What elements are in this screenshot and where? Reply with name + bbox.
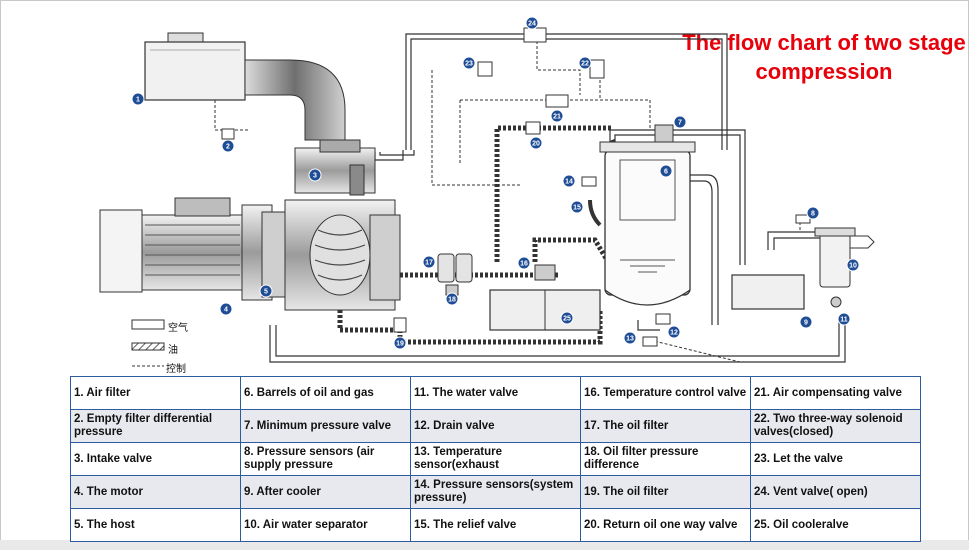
callout-15: 15 <box>573 205 581 212</box>
temperature-control-valve <box>534 264 556 281</box>
callout-20: 20 <box>532 141 540 148</box>
callout-16: 16 <box>520 261 528 268</box>
relief-valve <box>588 199 602 227</box>
callout-25: 25 <box>563 316 571 323</box>
oil-cooler <box>489 289 601 331</box>
table-cell: 16. Temperature control valve <box>580 376 751 410</box>
callout-17: 17 <box>425 260 433 267</box>
legend-air-label: 空气 <box>168 323 188 334</box>
after-cooler <box>731 274 805 310</box>
callout-8: 8 <box>811 211 815 218</box>
diagram-title: The flow chart of two stage compression <box>682 30 966 84</box>
bottom-shade <box>0 540 969 550</box>
legend-oil-label: 油 <box>168 345 178 356</box>
callout-10: 10 <box>849 263 857 270</box>
table-row: 2. Empty filter differential pressure 7.… <box>70 409 921 443</box>
callout-2: 2 <box>226 144 230 151</box>
table-cell: 3. Intake valve <box>70 442 241 476</box>
callout-7: 7 <box>678 120 682 127</box>
table-row: 5. The host 10. Air water separator 15. … <box>70 508 921 542</box>
table-cell: 18. Oil filter pressure difference <box>580 442 751 476</box>
oil-filter <box>437 253 473 296</box>
intake-valve <box>294 139 376 196</box>
table-cell: 4. The motor <box>70 475 241 509</box>
callout-12: 12 <box>670 330 678 337</box>
table-cell: 17. The oil filter <box>580 409 751 443</box>
table-cell: 2. Empty filter differential pressure <box>70 409 241 443</box>
table-cell: 6. Barrels of oil and gas <box>240 376 411 410</box>
table-cell: 5. The host <box>70 508 241 542</box>
table-cell: 1. Air filter <box>70 376 241 410</box>
air-water-separator <box>814 227 875 308</box>
callout-9: 9 <box>804 320 808 327</box>
parts-table: 1. Air filter 6. Barrels of oil and gas … <box>70 376 921 542</box>
table-cell: 24. Vent valve( open) <box>750 475 921 509</box>
callout-24: 24 <box>528 21 536 28</box>
table-cell: 23. Let the valve <box>750 442 921 476</box>
air-filter <box>144 32 346 141</box>
small-components <box>221 27 811 347</box>
table-cell: 14. Pressure sensors(system pressure) <box>410 475 581 509</box>
callout-3: 3 <box>313 173 317 180</box>
legend-control-label: 控制 <box>166 364 186 375</box>
table-cell: 12. Drain valve <box>410 409 581 443</box>
callout-23: 23 <box>465 61 473 68</box>
table-cell: 7. Minimum pressure valve <box>240 409 411 443</box>
table-cell: 25. Oil cooleralve <box>750 508 921 542</box>
callout-21: 21 <box>553 114 561 121</box>
table-cell: 21. Air compensating valve <box>750 376 921 410</box>
oil-gas-barrel <box>599 124 696 306</box>
callout-labels: 1 2 3 4 5 6 7 8 9 10 11 12 13 14 15 16 1… <box>136 21 857 348</box>
callout-6: 6 <box>664 169 668 176</box>
table-cell: 11. The water valve <box>410 376 581 410</box>
table-cell: 19. The oil filter <box>580 475 751 509</box>
table-cell: 22. Two three-way solenoid valves(closed… <box>750 409 921 443</box>
callout-13: 13 <box>626 336 634 343</box>
table-cell: 20. Return oil one way valve <box>580 508 751 542</box>
callout-22: 22 <box>581 61 589 68</box>
callout-circles <box>131 16 860 350</box>
table-cell: 15. The relief valve <box>410 508 581 542</box>
legend-swatches <box>131 319 165 367</box>
motor <box>99 197 291 301</box>
compressor-host <box>284 199 401 311</box>
table-cell: 13. Temperature sensor(exhaust <box>410 442 581 476</box>
table-row: 4. The motor 9. After cooler 14. Pressur… <box>70 475 921 509</box>
table-cell: 9. After cooler <box>240 475 411 509</box>
table-row: 3. Intake valve 8. Pressure sensors (air… <box>70 442 921 476</box>
callout-1: 1 <box>136 97 140 104</box>
callout-19: 19 <box>396 341 404 348</box>
callout-11: 11 <box>840 317 848 324</box>
callout-14: 14 <box>565 179 573 186</box>
callout-5: 5 <box>264 289 268 296</box>
callout-18: 18 <box>448 297 456 304</box>
callout-4: 4 <box>224 307 228 314</box>
table-row: 1. Air filter 6. Barrels of oil and gas … <box>70 376 921 410</box>
table-cell: 10. Air water separator <box>240 508 411 542</box>
table-cell: 8. Pressure sensors (air supply pressure <box>240 442 411 476</box>
compressor-flow-diagram: 1 2 3 4 5 6 7 8 9 10 11 12 13 14 15 16 1… <box>99 16 875 367</box>
